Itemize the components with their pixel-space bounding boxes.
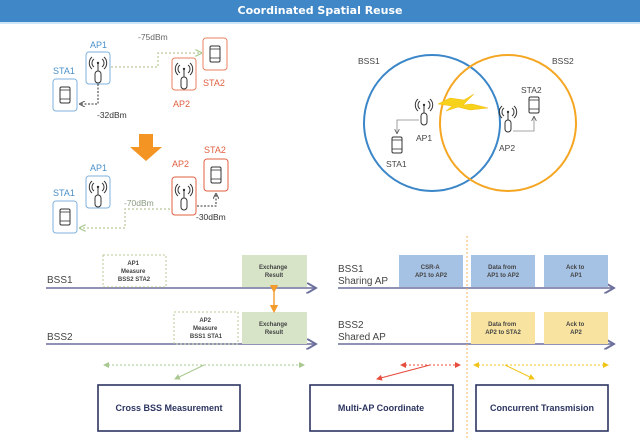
sta1-label-bss: STA1 xyxy=(386,159,407,169)
ap1-label-bss: AP1 xyxy=(416,133,432,143)
multi-ap-coordinate-label: Multi-AP Coordinate xyxy=(338,403,424,413)
cross-bss-measurement-label: Cross BSS Measurement xyxy=(115,403,222,413)
sta2-phone-icon-after xyxy=(210,166,222,184)
ap1-to-sta1-dbm: -32dBm xyxy=(97,110,127,120)
ack-ap2-block xyxy=(544,312,608,344)
ap2-to-sta2-link xyxy=(513,117,534,132)
page-title: Coordinated Spatial Reuse xyxy=(0,0,640,24)
ack-ap1-text: Ack to AP1 xyxy=(566,265,586,279)
data-ap2-block xyxy=(471,312,535,344)
exchange-result-bss2-text: Exchange Result xyxy=(259,322,289,336)
transmission-timeline: BSS1 Sharing AP CSR-A AP1 to AP2 Data fr… xyxy=(338,236,614,440)
ap2-measure-box xyxy=(173,311,239,345)
bss-overlap-diagram: BSS1 BSS2 AP1 STA1 AP2 STA2 xyxy=(358,54,577,192)
exchange-result-bss2 xyxy=(242,312,307,344)
ack-ap1-block xyxy=(544,255,608,287)
ap1-to-sta1-link xyxy=(397,119,419,133)
ap2-to-sta1-signal xyxy=(80,208,170,228)
concurrent-transmission-label: Concurrent Transmision xyxy=(490,403,594,413)
measurement-timeline: BSS1 AP1 Measure BSS2 STA2 Exchange Resu… xyxy=(46,254,316,380)
ap2-label-after: AP2 xyxy=(172,159,189,169)
sta2-phone-icon-bss xyxy=(528,96,540,114)
data-ap2-text: Data from AP2 to STA2 xyxy=(485,322,521,336)
sta1-phone-icon-bss xyxy=(391,136,403,154)
bss1-sharing-ap-label: BSS1 Sharing AP xyxy=(338,264,388,287)
ap2-to-sta2-dbm: -30dBm xyxy=(196,212,226,222)
multi-ap-coordinate-box xyxy=(309,384,454,432)
sta1-label-after: STA1 xyxy=(53,188,75,198)
bss2-circle xyxy=(439,54,577,192)
ap2-to-sta1-dbm: -70dBm xyxy=(124,198,154,208)
ap1-label-after: AP1 xyxy=(90,163,107,173)
bss1-label: BSS1 xyxy=(358,56,380,66)
sta1-label: STA1 xyxy=(53,66,75,76)
exchange-result-bss1 xyxy=(242,255,307,287)
sta2-label-bss: STA2 xyxy=(521,85,542,95)
ap1-to-sta2-signal xyxy=(111,53,201,68)
ap2-measure-text: AP2 Measure BSS1 STA1 xyxy=(190,318,223,340)
ap1-measure-box xyxy=(102,254,167,288)
ap1-measure-text: AP1 Measure BSS2 STA2 xyxy=(118,261,151,283)
bss1-timeline-label: BSS1 xyxy=(47,275,73,286)
bss2-timeline-label: BSS2 xyxy=(47,332,73,343)
lightning-bolt-icon xyxy=(437,93,489,112)
csr-a-text: CSR-A AP1 to AP2 xyxy=(415,265,448,279)
ack-ap2-text: Ack to AP2 xyxy=(566,322,586,336)
bss2-shared-ap-label: BSS2 Shared AP xyxy=(338,320,386,343)
sta2-label: STA2 xyxy=(203,78,225,88)
scenario-before: AP1 STA1 AP2 STA2 -75dBm -32dBm xyxy=(52,32,228,120)
ap1-to-sta2-dbm: -75dBm xyxy=(138,32,168,42)
ap1-antenna-icon-bss xyxy=(414,98,434,126)
csr-a-block xyxy=(399,255,463,287)
multi-ap-pointer xyxy=(376,364,431,381)
cross-bss-pointer xyxy=(174,364,205,380)
cross-bss-measurement-box xyxy=(97,384,241,432)
phase-boxes: Cross BSS Measurement Multi-AP Coordinat… xyxy=(97,384,609,432)
bss2-label: BSS2 xyxy=(552,56,574,66)
sta1-phone-icon xyxy=(59,86,71,104)
ap1-label: AP1 xyxy=(90,40,107,50)
bss1-circle xyxy=(363,54,501,192)
concurrent-pointer xyxy=(504,364,535,380)
data-ap1-text: Data from AP1 to AP2 xyxy=(487,265,520,279)
sta2-phone-icon xyxy=(209,45,221,63)
ap2-antenna-icon-bss xyxy=(498,105,518,133)
ap2-label: AP2 xyxy=(173,99,190,109)
transition-arrow-icon xyxy=(130,134,162,161)
sta2-label-after: STA2 xyxy=(204,145,226,155)
ap1-to-sta1-signal xyxy=(80,84,99,104)
data-ap1-block xyxy=(471,255,535,287)
concurrent-transmission-box xyxy=(475,384,609,432)
ap2-to-sta2-signal xyxy=(197,194,216,207)
ap2-label-bss: AP2 xyxy=(499,143,515,153)
sta1-phone-icon-after xyxy=(59,208,71,226)
scenario-after: AP1 STA1 AP2 STA2 -70dBm -30dBm xyxy=(52,145,229,234)
exchange-result-bss1-text: Exchange Result xyxy=(259,265,289,279)
